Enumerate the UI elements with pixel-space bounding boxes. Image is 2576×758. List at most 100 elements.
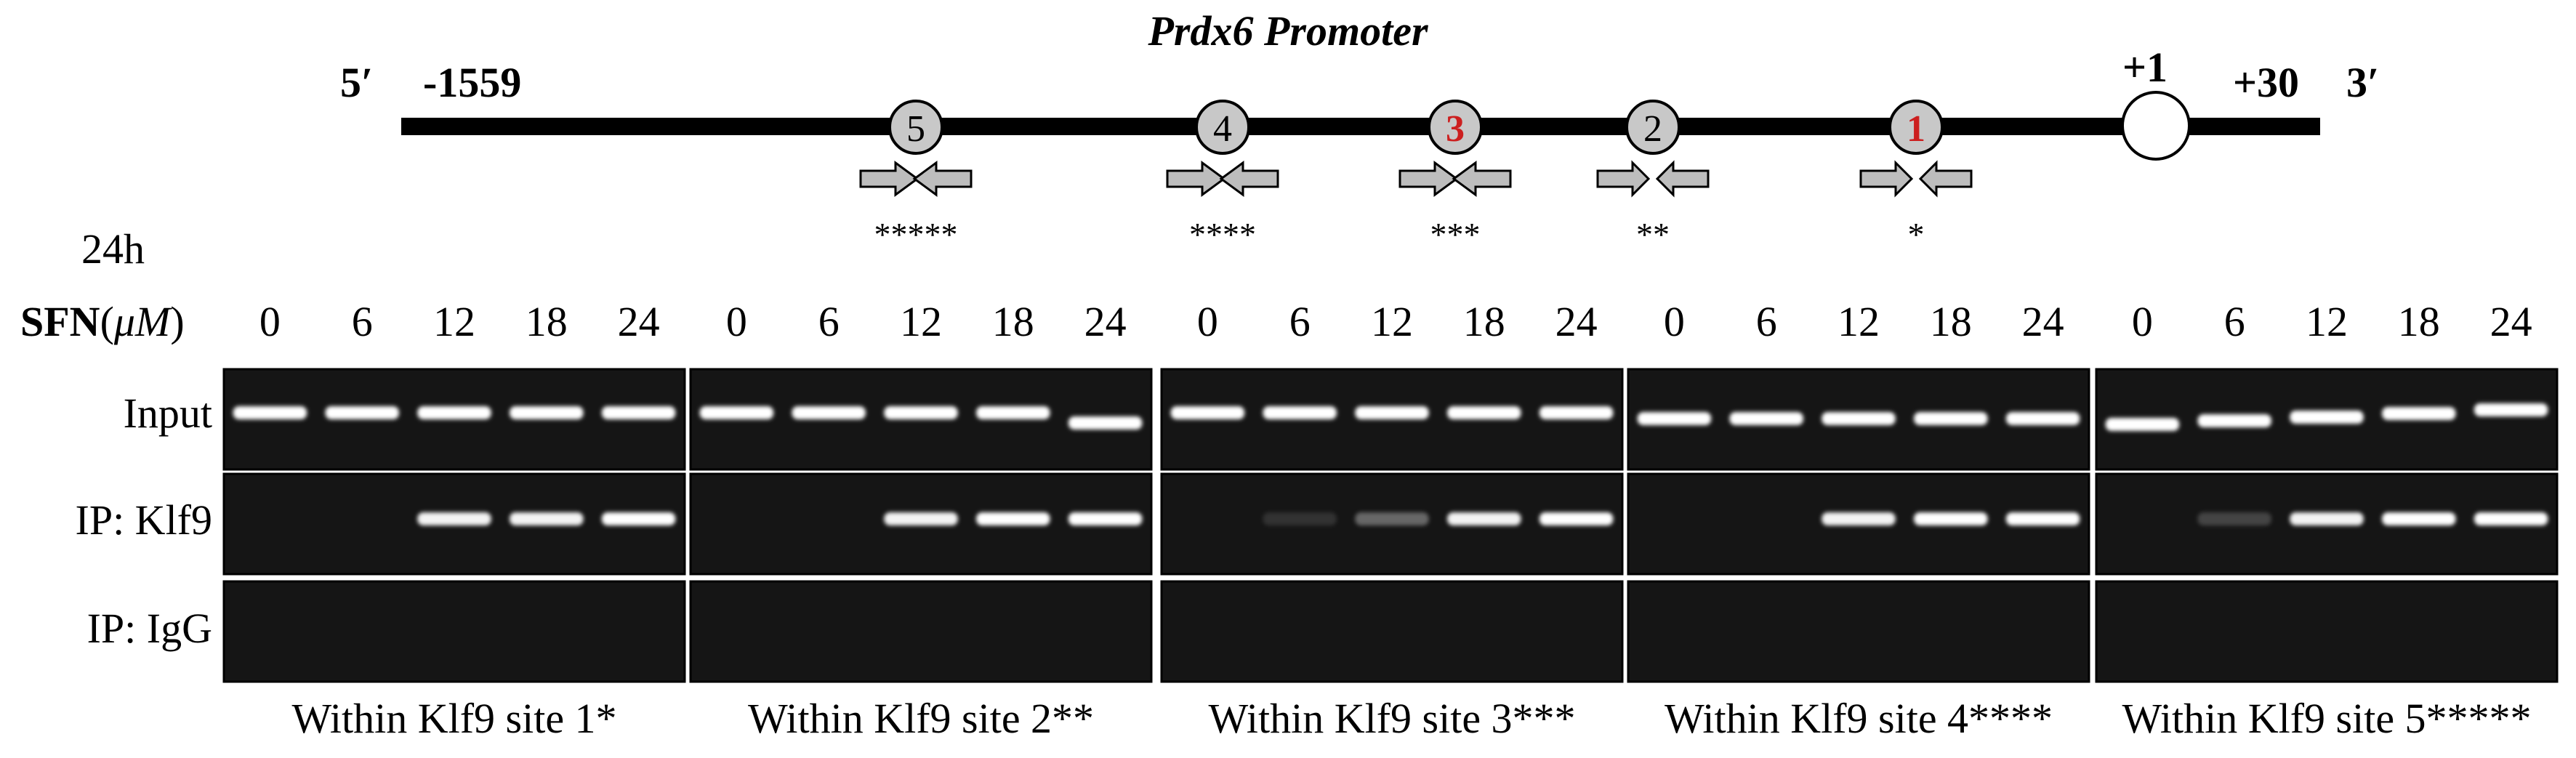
gel-band xyxy=(2382,407,2456,420)
dose-label: 0 xyxy=(2132,298,2153,345)
gel-band xyxy=(2290,411,2364,424)
sfn-label-close: ) xyxy=(170,298,184,345)
gel-band xyxy=(2474,512,2548,525)
site-stars: ** xyxy=(1636,216,1670,253)
dose-label: 18 xyxy=(1930,298,1972,345)
dose-label: 12 xyxy=(2306,298,2348,345)
row-label-input: Input xyxy=(124,390,212,437)
primer-arrows-icon xyxy=(1596,160,1710,198)
gel-band xyxy=(2474,403,2548,416)
site-number: 5 xyxy=(906,108,925,150)
gel-band xyxy=(233,406,307,419)
promoter-title: Prdx6 Promoter xyxy=(1147,7,1428,55)
site-stars: **** xyxy=(1189,216,1256,253)
site-circle xyxy=(888,100,943,155)
dose-label: 12 xyxy=(433,298,475,345)
time-label: 24h xyxy=(81,225,145,273)
gel-band xyxy=(1539,406,1614,419)
binding-site-4: 4 **** xyxy=(1166,100,1279,253)
site-number: 4 xyxy=(1213,108,1232,150)
site-circle xyxy=(1195,100,1250,155)
gel-band xyxy=(1263,512,1337,525)
gel-band xyxy=(699,406,774,419)
site-circle xyxy=(1888,100,1944,155)
sfn-label-unit: μM xyxy=(113,298,172,345)
dose-label: 6 xyxy=(1756,298,1777,345)
site-circle xyxy=(1625,100,1681,155)
dose-label: 6 xyxy=(818,298,840,345)
gel-band xyxy=(1355,512,1429,525)
dose-label: 24 xyxy=(1555,298,1598,345)
panel-caption: Within Klf9 site 3*** xyxy=(1208,695,1575,742)
gel-band xyxy=(1447,406,1521,419)
gel-ip-igg xyxy=(2095,580,2559,683)
gel-band xyxy=(2105,418,2180,431)
dose-label: 12 xyxy=(1838,298,1880,345)
gel-band xyxy=(976,406,1050,419)
gel-ip-igg xyxy=(689,580,1153,683)
dose-label: 0 xyxy=(726,298,747,345)
primer-arrows-icon xyxy=(1398,161,1512,197)
gel-ip-igg xyxy=(1627,580,2090,683)
row-label-ip-igg: IP: IgG xyxy=(87,605,212,652)
binding-site-5: 5 ***** xyxy=(859,100,973,253)
gel-band xyxy=(1729,412,1803,425)
gel-band xyxy=(1068,512,1143,525)
dose-label: 0 xyxy=(1664,298,1685,345)
dose-label: 18 xyxy=(1463,298,1505,345)
gel-band xyxy=(417,406,491,419)
gel-band xyxy=(884,512,958,525)
gel-band xyxy=(601,406,676,419)
gel-band xyxy=(510,512,584,525)
site-number: 2 xyxy=(1643,108,1662,150)
gel-band xyxy=(510,406,584,419)
promoter-line xyxy=(401,118,2320,135)
gel-band xyxy=(1355,406,1429,419)
gel-band xyxy=(325,406,399,419)
gel-band xyxy=(1914,512,1988,525)
dose-label: 0 xyxy=(1197,298,1218,345)
primer-arrows-icon xyxy=(859,161,973,197)
dose-label: 12 xyxy=(900,298,942,345)
site-number: 1 xyxy=(1907,108,1925,150)
gel-band xyxy=(792,406,866,419)
dose-label: 18 xyxy=(2398,298,2440,345)
gel-ip-igg xyxy=(222,580,686,683)
gel-band xyxy=(976,512,1050,525)
panel-caption: Within Klf9 site 5***** xyxy=(2122,695,2531,742)
site-stars: *** xyxy=(1430,216,1481,253)
gel-band xyxy=(417,512,491,525)
gel-band xyxy=(1447,512,1521,525)
gel-band xyxy=(2290,512,2364,525)
dose-label: 6 xyxy=(352,298,373,345)
five-prime-label: 5′ xyxy=(340,59,373,106)
binding-site-1: 1* xyxy=(1859,100,1973,253)
binding-sites: 5*****4****3***2**1* xyxy=(859,100,1973,253)
gel-band xyxy=(2197,414,2271,427)
gel-band xyxy=(1822,512,1896,525)
gel-band xyxy=(2005,512,2080,525)
panel-caption: Within Klf9 site 2** xyxy=(748,695,1094,742)
dose-label: 0 xyxy=(259,298,281,345)
dose-label: 6 xyxy=(2224,298,2245,345)
dose-label: 12 xyxy=(1371,298,1413,345)
gel-band xyxy=(1637,412,1712,425)
site-stars: * xyxy=(1908,216,1925,253)
primer-arrows-icon xyxy=(1859,160,1973,198)
primer-arrows-icon xyxy=(1166,161,1279,197)
tss-label: +1 xyxy=(2122,44,2168,91)
three-prime-label: 3′ xyxy=(2346,59,2379,106)
site-number: 3 xyxy=(1446,108,1465,150)
gel-band xyxy=(1914,412,1988,425)
gel-band xyxy=(2382,512,2456,525)
dose-label: 18 xyxy=(526,298,568,345)
site-stars: ***** xyxy=(874,216,958,253)
dose-label: 24 xyxy=(1084,298,1127,345)
gel-ip-igg xyxy=(1160,580,1624,683)
